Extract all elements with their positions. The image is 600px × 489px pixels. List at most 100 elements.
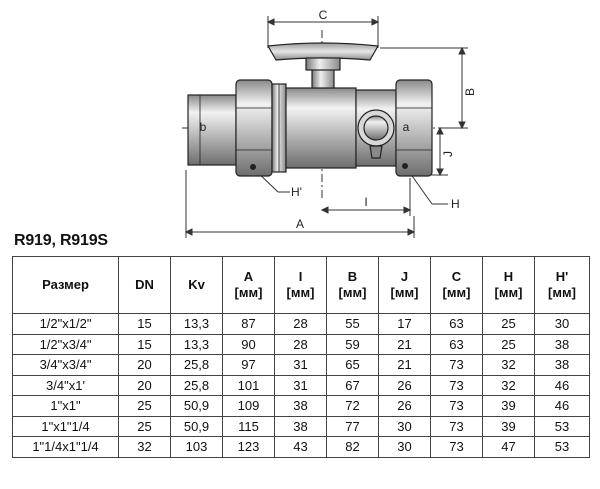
table-cell: 15: [118, 333, 171, 355]
table-cell: 63: [430, 333, 483, 355]
table-cell: 21: [378, 354, 431, 376]
table-cell: 31: [274, 374, 327, 396]
column-header-symbol: C: [451, 269, 462, 284]
table-cell: 32: [482, 374, 535, 396]
table-cell: 77: [326, 415, 379, 437]
table-cell: 32: [482, 354, 535, 376]
table-cell: 25: [118, 395, 171, 417]
table-cell: 38: [534, 333, 590, 355]
table-cell: 87: [222, 313, 275, 335]
table-cell: 30: [534, 313, 590, 335]
table-cell: 38: [274, 395, 327, 417]
dim-label-b: B: [463, 88, 477, 96]
table-cell: 47: [482, 436, 535, 458]
table-cell: 13,3: [170, 333, 223, 355]
table-cell: 30: [378, 415, 431, 437]
mounting-screws: [250, 163, 408, 170]
dim-label-a: A: [296, 217, 304, 231]
table-cell: 17: [378, 313, 431, 335]
dim-label-h-prime: H': [291, 185, 302, 199]
table-cell: 72: [326, 395, 379, 417]
side-port: [357, 109, 395, 159]
dim-label-h: H: [451, 197, 460, 211]
table-cell: 20: [118, 374, 171, 396]
table-cell: 82: [326, 436, 379, 458]
table-cell: 73: [430, 415, 483, 437]
column-header: I[мм]: [274, 256, 327, 314]
table-cell: 73: [430, 436, 483, 458]
column-header-symbol: DN: [135, 277, 154, 292]
column-header-unit: [мм]: [494, 285, 523, 300]
column-header: Размер: [12, 256, 119, 314]
column-header-unit: [мм]: [442, 285, 471, 300]
table-cell: 59: [326, 333, 379, 355]
table-cell: 73: [430, 395, 483, 417]
column-header-symbol: Размер: [42, 277, 89, 292]
size-cell: 1/2"x1/2": [12, 313, 119, 335]
table-cell: 25,8: [170, 354, 223, 376]
table-cell: 67: [326, 374, 379, 396]
column-header-symbol: A: [243, 269, 254, 284]
column-header: DN: [118, 256, 171, 314]
dim-label-c: C: [319, 8, 328, 22]
table-cell: 20: [118, 354, 171, 376]
column-header: J[мм]: [378, 256, 431, 314]
table-cell: 109: [222, 395, 275, 417]
column-header: A[мм]: [222, 256, 275, 314]
table-cell: 103: [170, 436, 223, 458]
table-cell: 25,8: [170, 374, 223, 396]
table-cell: 31: [274, 354, 327, 376]
table-cell: 30: [378, 436, 431, 458]
table-cell: 21: [378, 333, 431, 355]
table-cell: 63: [430, 313, 483, 335]
table-cell: 53: [534, 415, 590, 437]
table-cell: 25: [118, 415, 171, 437]
table-cell: 73: [430, 374, 483, 396]
column-header: Kv: [170, 256, 223, 314]
table-cell: 39: [482, 415, 535, 437]
table-cell: 101: [222, 374, 275, 396]
size-cell: 3/4"x1': [12, 374, 119, 396]
column-header-unit: [мм]: [390, 285, 419, 300]
column-header-unit: [мм]: [548, 285, 576, 300]
table-cell: 43: [274, 436, 327, 458]
table-cell: 15: [118, 313, 171, 335]
column-header-unit: [мм]: [234, 285, 263, 300]
table-cell: 65: [326, 354, 379, 376]
column-header-symbol: J: [400, 269, 409, 284]
size-cell: 1/2"x3/4": [12, 333, 119, 355]
table-cell: 97: [222, 354, 275, 376]
table-cell: 39: [482, 395, 535, 417]
table-cell: 50,9: [170, 415, 223, 437]
column-header: B[мм]: [326, 256, 379, 314]
table-cell: 73: [430, 354, 483, 376]
table-cell: 55: [326, 313, 379, 335]
column-header: C[мм]: [430, 256, 483, 314]
column-header: H'[мм]: [534, 256, 590, 314]
size-cell: 1"1/4x1"1/4: [12, 436, 119, 458]
size-cell: 1"x1": [12, 395, 119, 417]
column-header-unit: [мм]: [286, 285, 315, 300]
table-cell: 90: [222, 333, 275, 355]
table-cell: 38: [274, 415, 327, 437]
t-handle: [267, 42, 379, 71]
table-cell: 13,3: [170, 313, 223, 335]
dim-label-b-small: b: [200, 120, 207, 134]
table-cell: 50,9: [170, 395, 223, 417]
column-header-unit: [мм]: [338, 285, 367, 300]
table-cell: 115: [222, 415, 275, 437]
column-header-symbol: I: [298, 269, 303, 284]
column-header-symbol: B: [347, 269, 358, 284]
table-cell: 53: [534, 436, 590, 458]
dim-label-a-small: a: [403, 120, 410, 134]
size-cell: 1"x1"1/4: [12, 415, 119, 437]
